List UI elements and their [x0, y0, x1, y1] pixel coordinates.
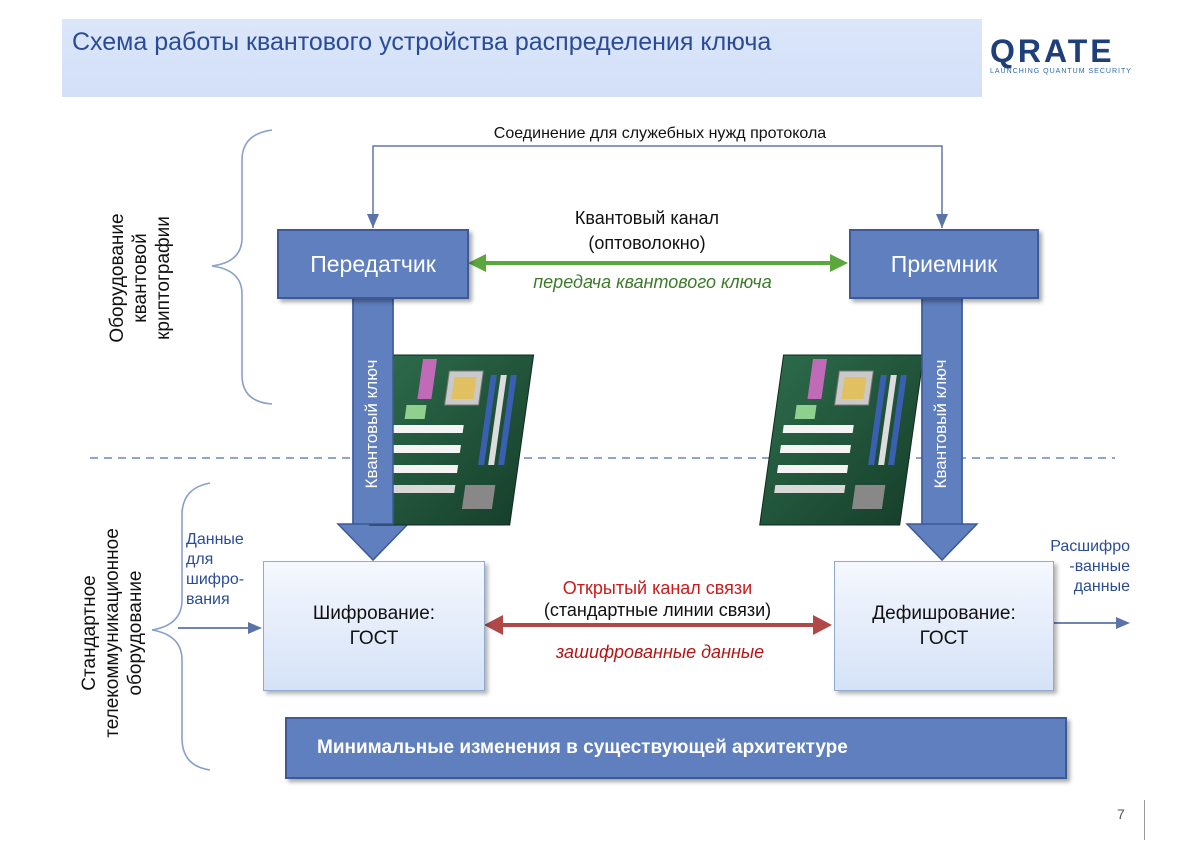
receiver-box: Приемник	[849, 229, 1039, 299]
title-bar	[62, 19, 982, 97]
decryption-label: Дефишрование:	[872, 603, 1016, 624]
page-number: 7	[1117, 806, 1125, 822]
quantum-key-label-left: Квантовый ключ	[362, 359, 381, 489]
quantum-channel-title: Квантовый канал (оптоволокно)	[574, 208, 720, 253]
page-title: Схема работы квантового устройства распр…	[72, 28, 772, 56]
transmitter-label: Передатчик	[310, 250, 436, 277]
encryption-label: Шифрование:	[312, 603, 436, 624]
logo-wordmark: QRATE	[990, 33, 1115, 69]
group-label-telecom: Стандартное телекоммуникационное оборудо…	[78, 528, 146, 738]
open-channel-title: Открытый канал связи (стандартные линии …	[543, 578, 772, 620]
quantum-channel-caption: передача квантового ключа	[533, 272, 772, 292]
encryption-box: Шифрование: ГОСТ	[263, 561, 485, 691]
service-link-line	[372, 145, 943, 228]
page-number-rule	[1144, 800, 1145, 840]
receiver-label: Приемник	[890, 250, 998, 277]
logo-tagline: LAUNCHING QUANTUM SECURITY	[990, 68, 1132, 75]
bottom-banner: Минимальные изменения в существующей арх…	[285, 717, 1067, 779]
transmitter-box: Передатчик	[277, 229, 469, 299]
open-channel-caption: зашифрованные данные	[555, 642, 765, 662]
decryption-standard: ГОСТ	[919, 628, 969, 649]
input-data-label: Данные для шифро- вания	[186, 531, 245, 608]
quantum-key-label-right: Квантовый ключ	[931, 359, 950, 489]
motherboard-image-left	[369, 354, 535, 526]
brace-quantum	[211, 129, 273, 405]
brace-telecom	[151, 482, 211, 771]
bottom-banner-text: Минимальные изменения в существующей арх…	[317, 737, 848, 758]
group-label-quantum: Оборудование квантовой криптографии	[106, 213, 174, 343]
encryption-standard: ГОСТ	[349, 628, 399, 649]
motherboard-image-right	[759, 354, 925, 526]
output-data-label: Расшифро -ванные данные	[1050, 538, 1130, 595]
decryption-box: Дефишрование: ГОСТ	[834, 561, 1054, 691]
service-link-label: Соединение для служебных нужд протокола	[493, 125, 827, 142]
